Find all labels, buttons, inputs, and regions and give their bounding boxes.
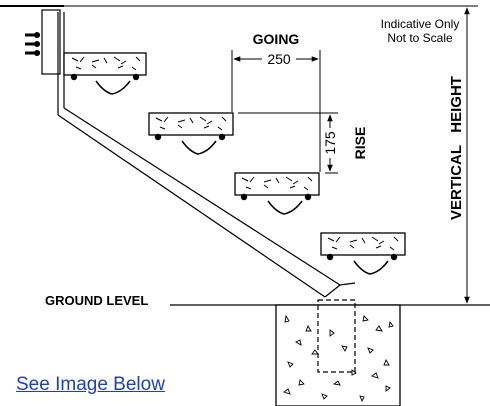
tread-4 [320,232,406,275]
ground-level-label: GROUND LEVEL [45,293,148,308]
vertical-height-label: VERTICAL HEIGHT [448,76,465,220]
note-line-2: Not to Scale [387,31,453,45]
rise-label: RISE [352,127,368,160]
concrete-footing [275,299,401,406]
rise-value: 175 [322,131,338,155]
tread-1 [63,52,147,95]
top-landing [0,5,64,75]
tread-3 [234,172,320,215]
going-label: GOING [253,31,300,47]
tread-2 [148,112,234,155]
note-line-1: Indicative Only [381,17,460,31]
going-dimension [231,50,321,172]
going-value: 250 [267,51,291,67]
see-image-below-link[interactable]: See Image Below [16,374,165,395]
vertical-height-dimension [64,5,478,304]
